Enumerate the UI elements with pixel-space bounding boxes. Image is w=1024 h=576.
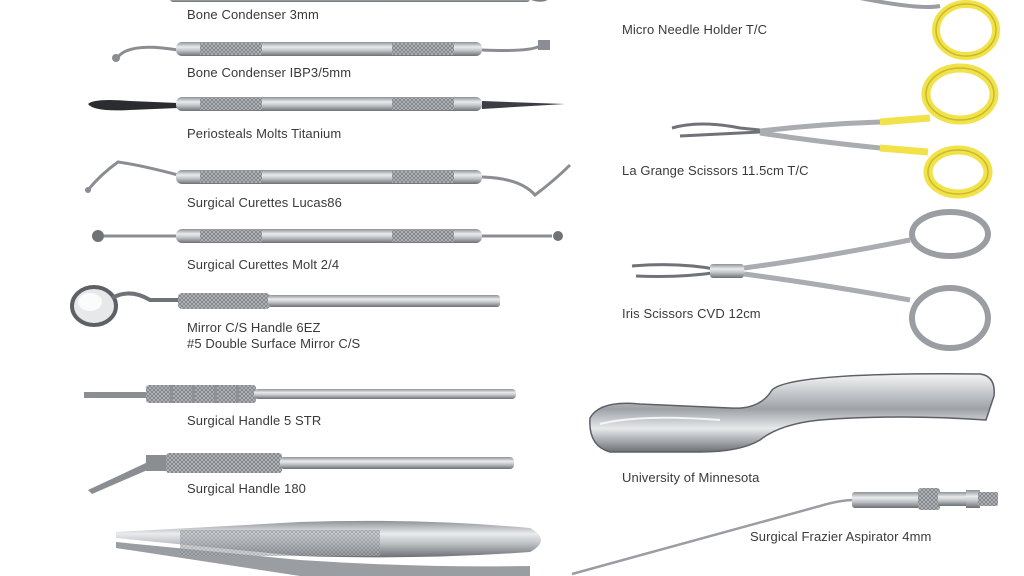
surgical-curette-lucas-icon: [85, 160, 572, 198]
label-periosteals-molts: Periosteals Molts Titanium: [187, 126, 342, 141]
label-surgical-curettes-lucas: Surgical Curettes Lucas86: [187, 195, 342, 210]
label-bone-condenser-ibp: Bone Condenser IBP3/5mm: [187, 65, 352, 80]
mouth-mirror-icon: [70, 285, 500, 327]
scalpel-handle-angled-icon: [88, 453, 514, 494]
iris-scissors-icon: [631, 209, 991, 351]
bone-condenser-ibp-icon: [112, 40, 550, 62]
tissue-forceps-icon: [116, 520, 541, 576]
label-mirror-line2: #5 Double Surface Mirror C/S: [187, 336, 361, 351]
surgical-curette-molt-icon: [92, 229, 563, 243]
label-university-of-minnesota: University of Minnesota: [622, 470, 760, 485]
label-mirror-line1: Mirror C/S Handle 6EZ: [187, 320, 321, 335]
label-iris-scissors: Iris Scissors CVD 12cm: [622, 306, 761, 321]
periosteal-elevator-icon: [88, 97, 565, 111]
label-surgical-curettes-molt: Surgical Curettes Molt 2/4: [187, 257, 340, 272]
label-la-grange-scissors: La Grange Scissors 11.5cm T/C: [622, 163, 809, 178]
label-frazier-aspirator: Surgical Frazier Aspirator 4mm: [750, 529, 932, 544]
cheek-retractor-icon: [589, 373, 995, 453]
micro-needle-holder-icon: [859, 0, 1000, 60]
label-surgical-handle-180: Surgical Handle 180: [187, 481, 306, 496]
la-grange-scissors-icon: [671, 63, 999, 199]
bone-condenser-icon: [170, 0, 548, 2]
scalpel-handle-straight-icon: [84, 385, 516, 403]
frazier-aspirator-icon: [571, 488, 998, 576]
label-micro-needle-holder: Micro Needle Holder T/C: [622, 22, 768, 37]
label-mirror: Mirror C/S Handle 6EZ #5 Double Surface …: [187, 320, 360, 352]
label-surgical-handle-5-str: Surgical Handle 5 STR: [187, 413, 322, 428]
label-bone-condenser-3mm: Bone Condenser 3mm: [187, 7, 319, 22]
